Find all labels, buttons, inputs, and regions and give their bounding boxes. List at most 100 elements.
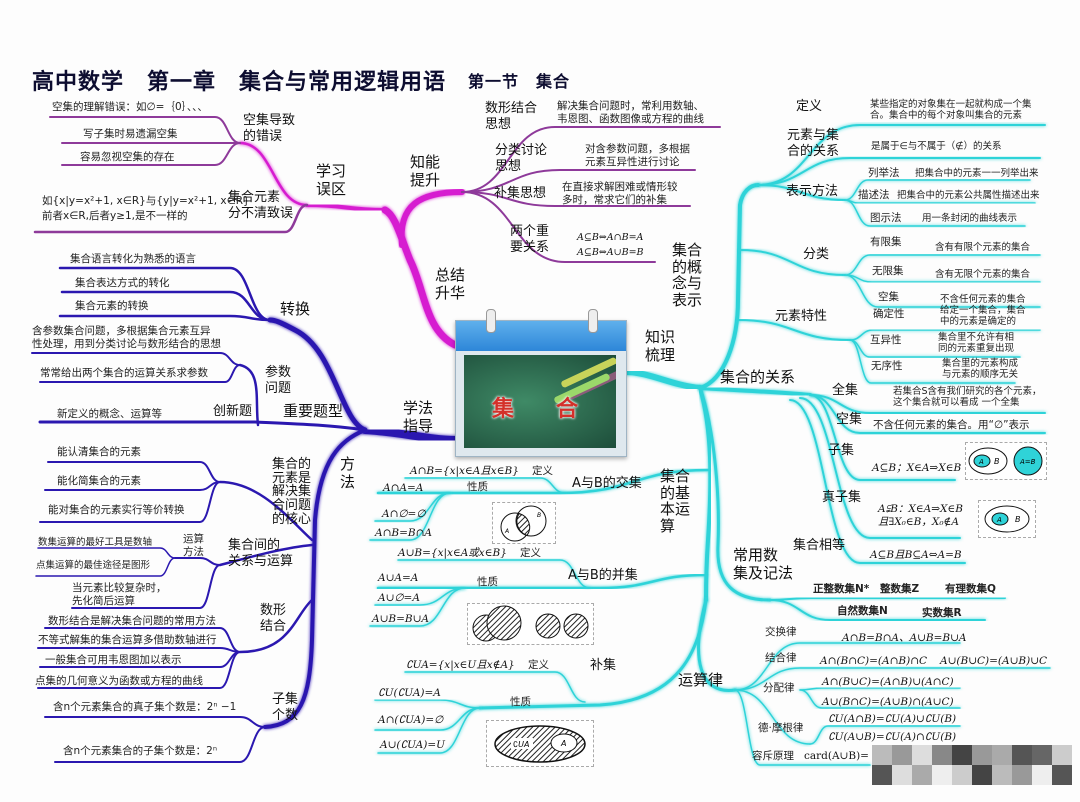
branch-line	[361, 426, 459, 444]
mosaic-block	[1012, 745, 1032, 765]
branch-line	[734, 689, 811, 745]
conversion-item: 集合元素的转换	[75, 300, 149, 312]
chalkboard: 集 合	[464, 355, 616, 448]
branch-line	[263, 428, 367, 729]
branch-line	[698, 386, 812, 397]
intersection-property: A∩A=A	[383, 482, 424, 494]
approach-label: 方 法	[340, 455, 356, 491]
complement-label: 补集	[590, 658, 617, 673]
center-calendar-image: 集 合	[455, 309, 627, 457]
mosaic-block	[912, 745, 932, 765]
mistakes-label: 学习 误区	[316, 162, 347, 198]
law-label: 交换律	[765, 626, 797, 638]
number-shape-item: 数形结合是解决集合问题的常用方法	[48, 615, 216, 627]
relation-ops-item: 当元素比较复杂时， 先化简后运算	[72, 582, 167, 607]
relation-item-desc: 若集合S含有我们研究的各个元素， 这个集合就可以看成 一个全集	[893, 386, 1042, 409]
ability-item-desc: A⊆B⇔A∩B=A A⊆B⇔A∪B=B	[577, 232, 644, 259]
classification-label: 分类	[803, 247, 830, 262]
calendar-ring-icon	[486, 309, 496, 333]
classification-item-desc: 不含任何元素的集合	[940, 294, 1026, 305]
mosaic-block	[1032, 765, 1052, 785]
union-property: A∪∅=A	[378, 592, 420, 604]
property-item-label: 无序性	[871, 360, 903, 372]
properties-tag: 性质	[477, 576, 498, 588]
mosaic-block	[952, 765, 972, 785]
number-set: 实数集R	[922, 607, 962, 619]
mosaic-block	[932, 745, 952, 765]
relations-label: 集合的关系	[720, 368, 796, 386]
branch-line	[849, 339, 1016, 384]
ability-item-desc: 对含参数问题，多根据 元素互异性进行讨论	[585, 143, 690, 168]
law-formula: A∩(B∪C)=(A∩B)∪(A∩C)	[822, 676, 954, 688]
venn-label-a: A	[996, 516, 1002, 524]
branch-line	[54, 726, 266, 763]
core-item: 能化简集合的元素	[57, 475, 141, 487]
complement-definition: ∁UA={x|x∈U且x∉A}	[406, 659, 515, 671]
branch-line	[757, 157, 1041, 186]
branch-line	[397, 559, 591, 589]
number-set: 有理数集Q	[945, 583, 996, 595]
branch-line	[377, 707, 481, 754]
branch-line	[305, 203, 387, 212]
mistake-item: 空集的理解错误：如∅=｛0｝、、、	[52, 101, 208, 113]
mosaic-block	[1052, 765, 1072, 785]
union-venn-diagram	[467, 603, 594, 645]
innovation-label: 创新题	[213, 404, 253, 419]
branch-line	[757, 184, 846, 201]
branch-line	[238, 598, 314, 654]
laws-label: 运算律	[678, 671, 724, 689]
core-label: 集合的 元素是 解决集 合问题 的核心	[272, 457, 312, 527]
branch-line	[461, 191, 656, 263]
branch-line	[461, 191, 691, 207]
mosaic-block	[892, 745, 912, 765]
number-set: 自然数集N	[837, 605, 888, 617]
number-set: 整数集Z	[880, 583, 920, 595]
relation-item-label: 子集	[828, 443, 855, 458]
core-item: 能认清集合的元素	[57, 446, 141, 458]
number-shape-item: 点集的几何意义为函数或方程的曲线	[35, 675, 203, 687]
branch-line	[376, 573, 708, 590]
relation-item-label: 全集	[832, 383, 859, 398]
branch-line	[739, 249, 846, 276]
property-item-desc: 集合里不允许有相 同的元素重复出现	[938, 332, 1015, 355]
law-label: 结合律	[765, 652, 797, 664]
branch-line	[844, 199, 1026, 227]
number-shape-item: 不等式解集的集合运算多借助数轴进行	[38, 634, 217, 646]
representation-label: 表示方法	[786, 184, 839, 199]
relation-ops-label: 集合间的 关系与运算	[228, 538, 294, 569]
branch-line	[404, 671, 586, 703]
relation-ops-item: 数集运算的最好工具是数轴	[38, 537, 153, 548]
branch-line	[398, 189, 465, 248]
branch-line	[697, 598, 737, 692]
law-label: 容斥原理	[752, 750, 794, 762]
center-char-1: 集	[492, 397, 515, 422]
branch-line	[238, 141, 309, 207]
branch-line	[769, 599, 986, 621]
properties-tag: 性质	[467, 481, 488, 493]
law-formula: A∩B=B∩A、A∪B=B∪A	[842, 632, 967, 644]
branch-line	[698, 386, 772, 602]
venn-label-b: B	[994, 457, 1000, 466]
ability-label: 知能 提升	[410, 153, 441, 189]
section-title: 第一节 集合	[468, 72, 571, 91]
venn-label-b: B	[1015, 515, 1021, 524]
intersection-definition: A∩B={x|x∈A且x∈B}	[410, 465, 519, 477]
knowledge-label: 知识 梳理	[645, 328, 676, 364]
number-shape-label: 数形 结合	[260, 603, 287, 634]
law-formula: card(A∪B)=	[804, 750, 869, 762]
complement-venn-diagram: ∁UA A	[486, 720, 594, 767]
complement-property: ∁U(∁UA)=A	[378, 687, 441, 699]
definition-tag: 定义	[532, 465, 553, 477]
branch-line	[44, 716, 266, 728]
relation-item-desc: A⊆B且B⊆A⇔A=B	[870, 549, 962, 561]
branch-line	[218, 543, 314, 567]
pixel-mosaic-watermark	[872, 745, 1072, 785]
intersection-label: A与B的交集	[572, 476, 642, 491]
branch-line	[404, 477, 566, 494]
relation-item-desc: 不含任何元素的集合。用“∅”表示	[873, 419, 1030, 431]
law-formula: ∁U(A∩B)=∁U(A)∪∁U(B)	[828, 713, 957, 725]
number-set: 正整数集N*	[813, 583, 870, 595]
representation-item-label: 列举法	[868, 167, 900, 179]
